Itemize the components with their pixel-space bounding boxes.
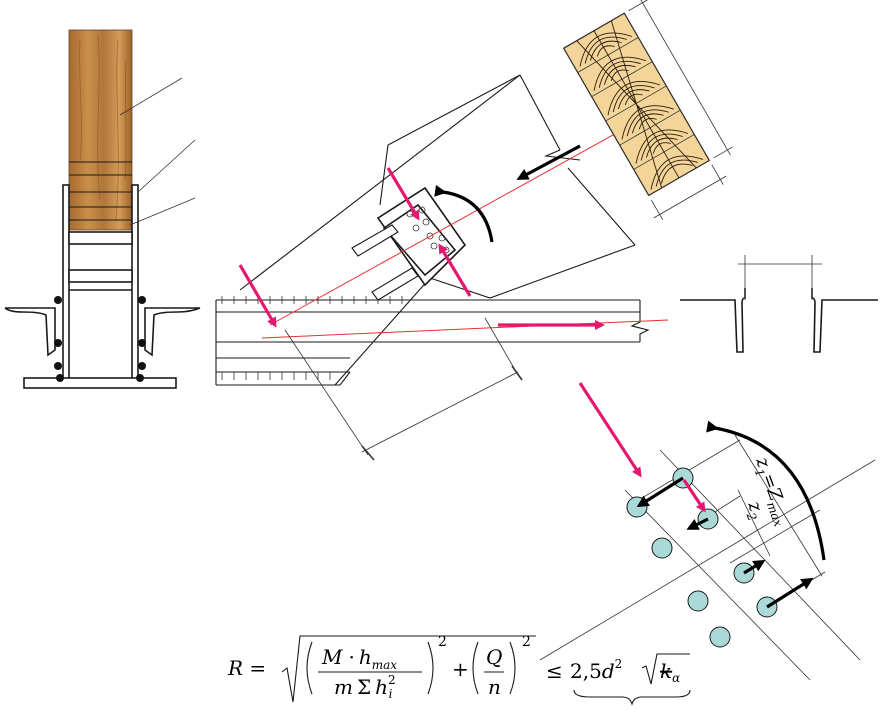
force-arrow-plate-bottom [438,243,472,297]
force-arrow-diagonal [516,144,581,180]
svg-text:R =: R = [227,656,266,680]
plate-bolts [406,206,450,254]
underbrace [573,689,691,706]
dimension-lines [284,317,523,461]
growth-rings [576,20,704,190]
svg-text:+: + [452,657,469,681]
bolt-hole [651,537,673,559]
weld-dots [54,296,146,382]
bolt-force-z4 [766,577,814,609]
connection-plate [376,186,467,287]
bolt-hole [687,590,709,612]
force-arrow-left [238,264,277,328]
bolt-force-z2 [686,517,709,530]
bolt-group-detail: z1=Zmax z2 [539,420,876,681]
svg-text:Q: Q [486,645,502,669]
paren-left-1 [306,641,313,695]
paren-right-2 [509,641,516,695]
paren-right-1 [427,641,434,695]
truss-joint-view [215,74,669,478]
diagonal-member [239,74,636,386]
force-arrow-to-detail [578,382,642,478]
force-arrow-plate-top [386,167,420,221]
paren-left-2 [472,641,479,695]
bolt-hole [709,626,731,648]
svg-text:2,5d2: 2,5d2 [570,657,622,683]
svg-text:2: 2 [438,634,447,650]
chord-section-dimension [738,255,822,300]
plate-studs [351,224,419,301]
moment-arc-bolts [706,420,826,561]
z2-label: z2 [740,498,769,523]
svg-text:2: 2 [522,634,531,650]
diagonal-axis [269,119,641,326]
svg-text:M·hmax: M·hmax [321,645,397,672]
svg-text:kα: kα [660,659,680,685]
timber-cross-section [562,0,733,220]
leader-lines [119,77,196,226]
wood-grain [79,34,127,221]
moment-arc-center [434,184,494,243]
side-angles [4,307,201,357]
column-grain-lines [69,161,132,221]
bolt-hole [626,496,648,518]
chord-axis [261,319,669,339]
svg-text:n: n [488,675,501,699]
bolt-grid-lines [539,434,876,681]
bolt-holes [626,467,778,648]
radical-sign [281,635,536,703]
bolt-force-z3 [743,559,766,575]
chord-hatch [221,296,403,380]
radical-sign-small [641,653,690,685]
section-dimensions [628,0,733,220]
svg-text:≤: ≤ [546,659,563,683]
chord-section-view [680,288,878,353]
bolt-force-z1 [636,476,684,508]
svg-text:z2: z2 [740,498,769,523]
timber-column [68,29,133,231]
bottom-chord [215,299,650,386]
force-arrow-bolt [682,479,706,513]
steel-shoe [23,184,177,389]
column-section-view [4,29,201,389]
